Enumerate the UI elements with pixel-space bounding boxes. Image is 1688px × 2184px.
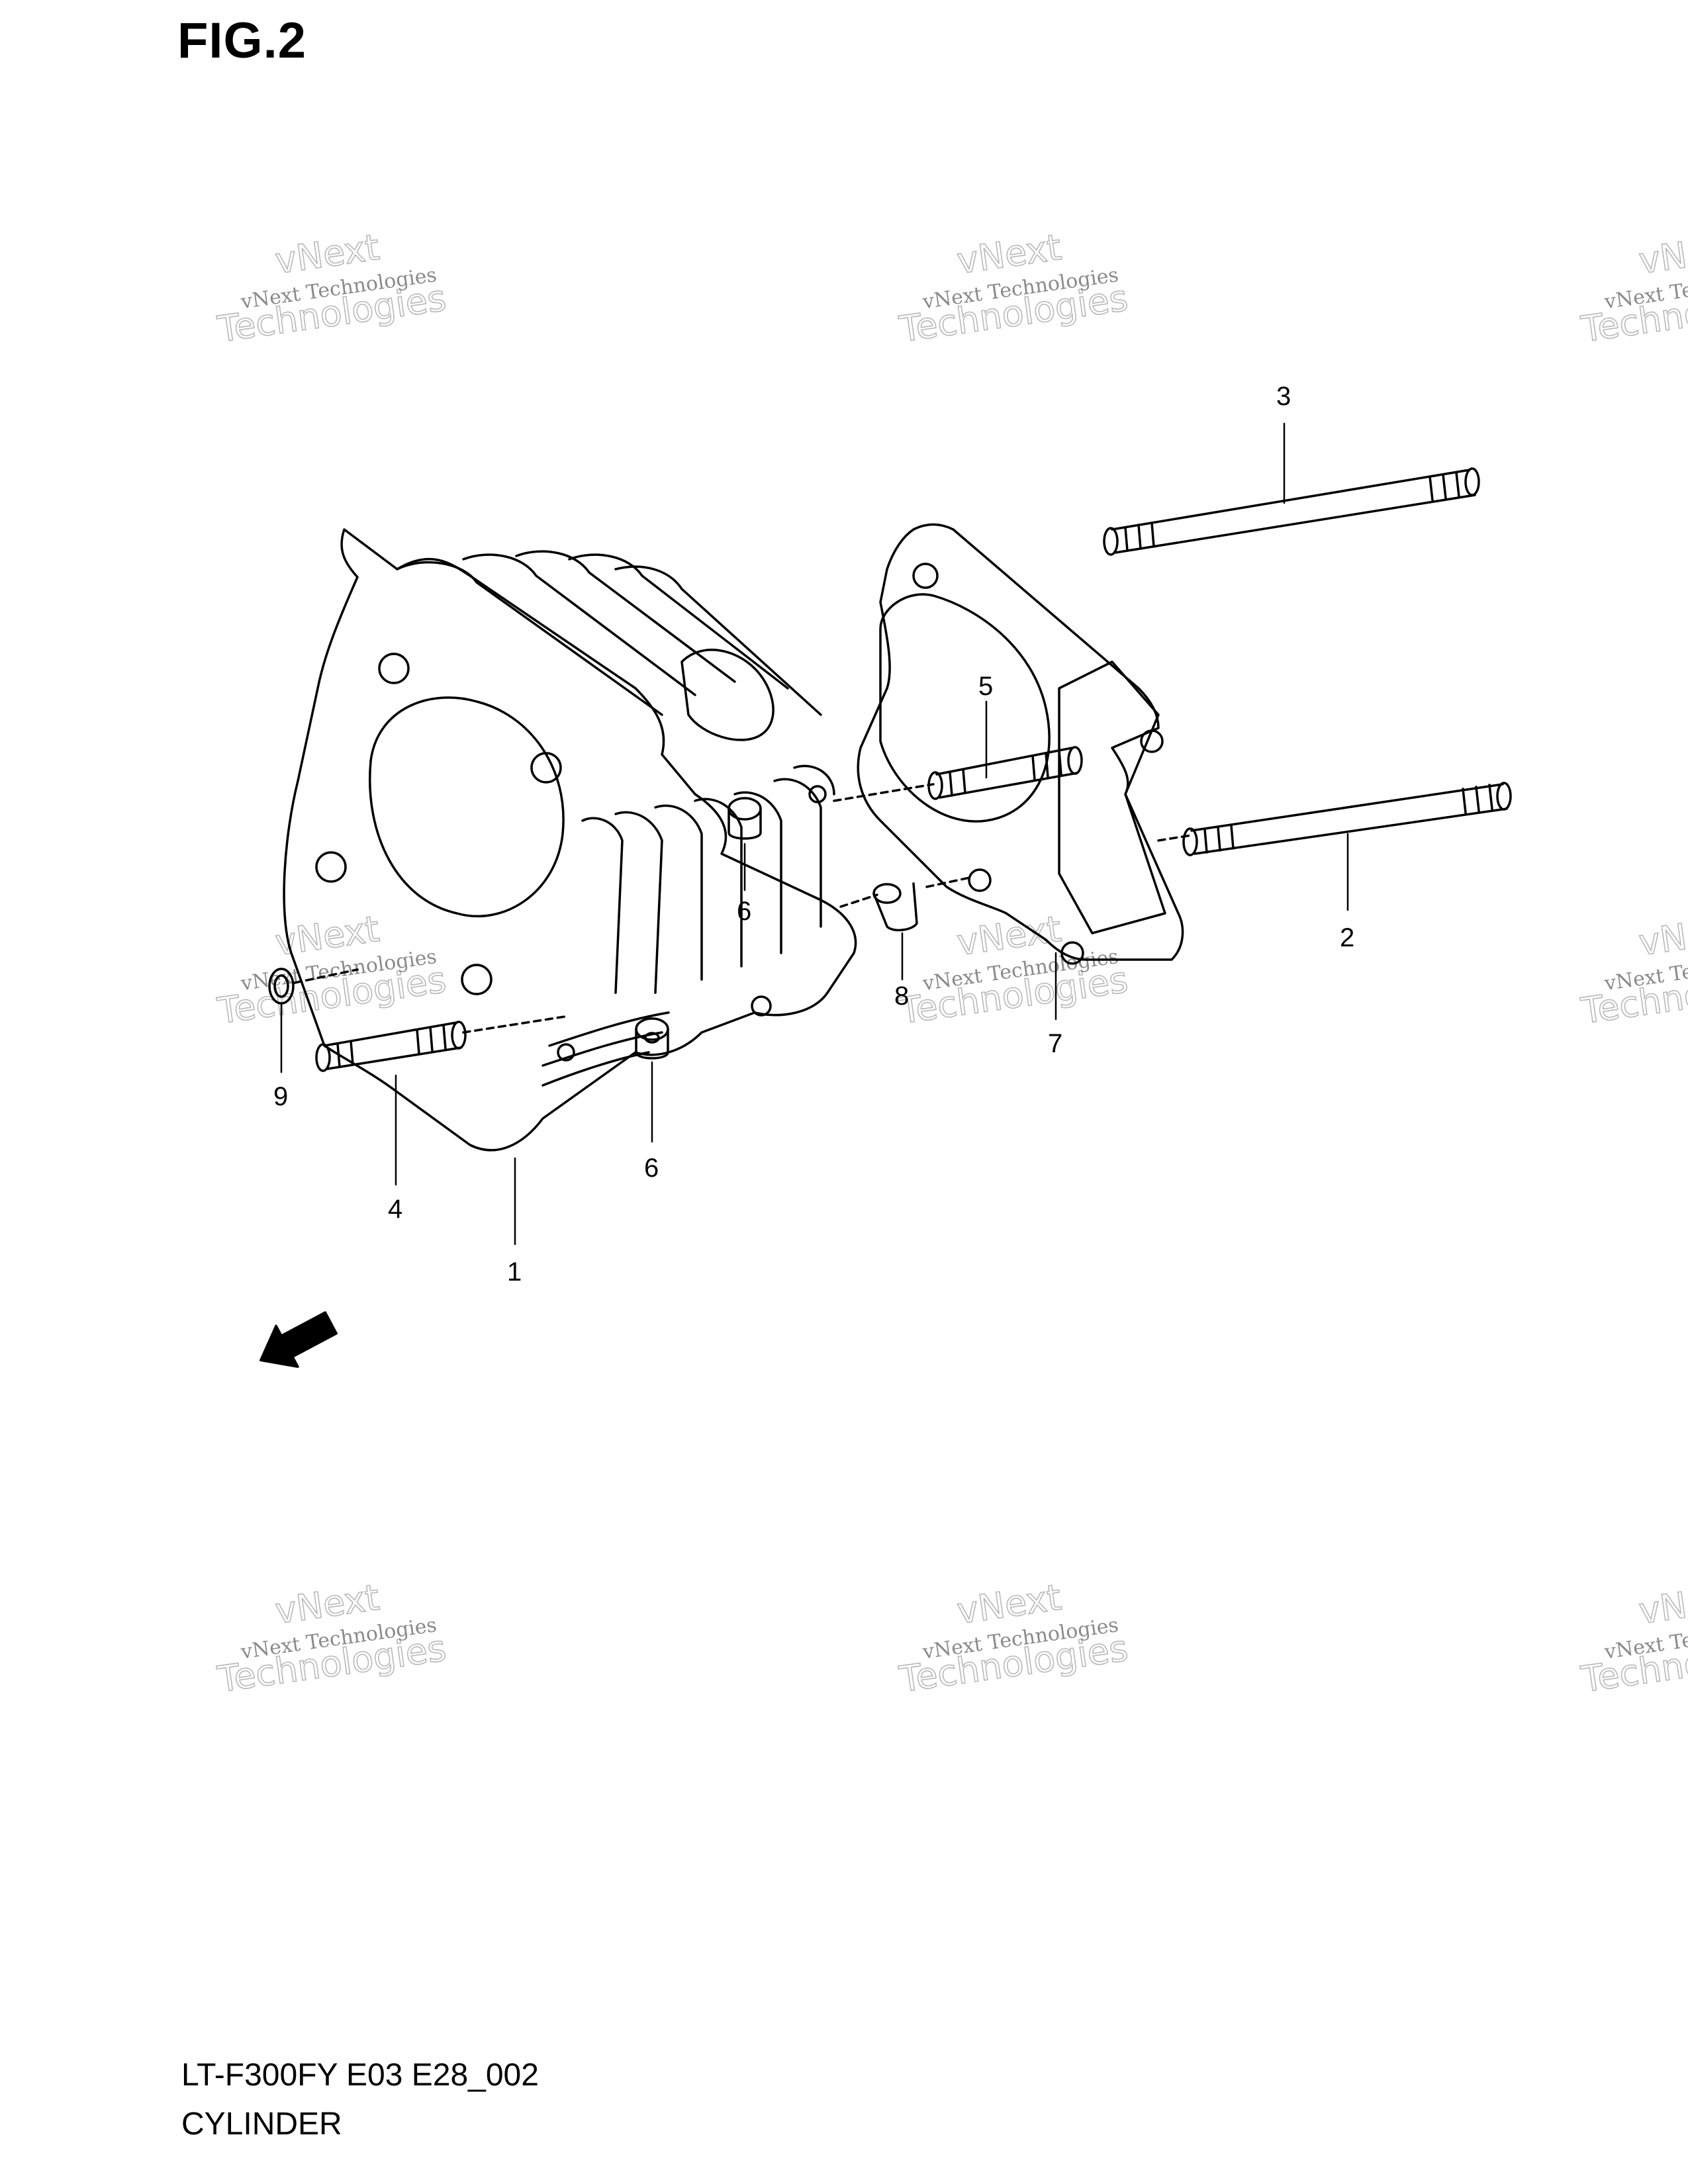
callout-4: 4	[388, 1195, 402, 1224]
svg-text:vNext: vNext	[1636, 908, 1688, 964]
o-ring	[268, 968, 359, 1005]
callout-1: 1	[507, 1257, 522, 1287]
stud-bolt-long-top	[1103, 467, 1480, 556]
watermark: vNext Technologies vNext Technologies	[214, 226, 449, 351]
model-code: LT-F300FY E03 E28_002	[181, 2058, 539, 2093]
fig-title: FIG.2	[177, 13, 307, 69]
fwd-arrow-icon	[259, 1311, 338, 1368]
watermark-group: vNext Technologies vNext Technologies vN…	[214, 226, 1688, 1701]
watermark: vNext Technologies vNext Technologies	[214, 1576, 449, 1701]
watermark: vNext Technologies vNext Technologies	[1578, 1576, 1688, 1701]
watermark: vNext Technologies vNext Technologies	[896, 1576, 1131, 1701]
svg-text:vNext: vNext	[1636, 1576, 1688, 1632]
callout-5: 5	[978, 672, 993, 701]
callout-8: 8	[894, 981, 909, 1011]
callout-6-upper: 6	[737, 897, 751, 926]
callout-2: 2	[1340, 923, 1354, 952]
leader-lines	[280, 422, 1349, 1246]
assembly-name: CYLINDER	[181, 2107, 342, 2142]
callout-7: 7	[1048, 1029, 1062, 1058]
cylinder-block	[283, 528, 857, 1152]
cylinder-gasket	[857, 523, 1184, 965]
watermark: vNext Technologies vNext Technologies	[1578, 907, 1688, 1032]
callout-3: 3	[1276, 382, 1291, 411]
callout-6-lower: 6	[644, 1154, 659, 1183]
watermark: vNext Technologies vNext Technologies	[214, 907, 449, 1032]
stud-bolt-lower	[315, 1015, 571, 1072]
watermark: vNext Technologies vNext Technologies	[1578, 226, 1688, 351]
callout-labels: 1 2 3 4 5 6 6 7 8 9	[273, 382, 1354, 1287]
callout-9: 9	[273, 1082, 288, 1111]
watermark: vNext Technologies vNext Technologies	[896, 226, 1131, 351]
dowel-pin-upper	[727, 797, 762, 840]
dowel-pin-lower	[635, 1017, 669, 1060]
stud-bolt-long-middle	[1157, 782, 1512, 856]
stud-bolt-short	[833, 746, 1083, 802]
dowel-sleeve	[839, 876, 974, 932]
watermark: vNext Technologies vNext Technologies	[896, 907, 1131, 1032]
svg-text:vNext: vNext	[1636, 226, 1688, 282]
